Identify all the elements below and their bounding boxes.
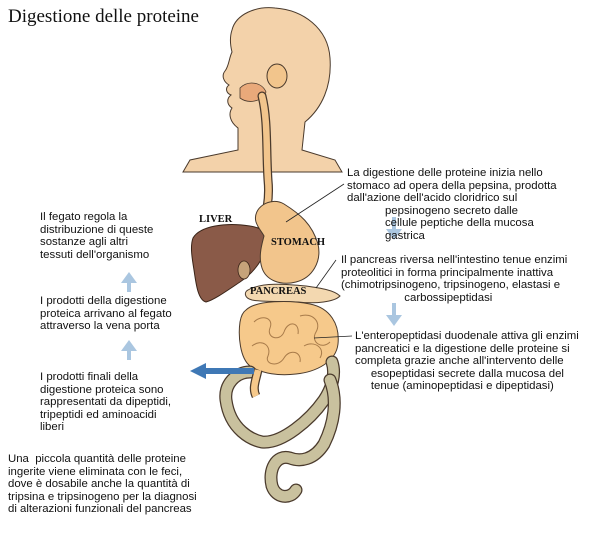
flow-arrows: [121, 217, 402, 379]
text-enteropeptidase: L'enteropeptidasi duodenale attiva gli e…: [355, 330, 579, 393]
small-intestine: [238, 301, 339, 376]
text-liver-distribution: Il fegato regola la distribuzione di que…: [40, 211, 154, 261]
pancreas: [244, 283, 341, 304]
arrow-left: [190, 363, 254, 379]
arrow-down-1: [386, 217, 402, 240]
pancreas-label: PANCREAS: [250, 286, 307, 297]
arrow-down-2: [386, 303, 402, 326]
text-stomach-digestion: La digestione delle proteine inizia nell…: [347, 167, 557, 242]
text-feces-elimination: Una piccola quantità delle proteine inge…: [8, 453, 197, 516]
liver: [190, 224, 268, 303]
liver-label: LIVER: [199, 214, 233, 225]
stomach-label: STOMACH: [271, 237, 326, 248]
text-pancreas-enzymes: Il pancreas riversa nell'intestino tenue…: [341, 254, 568, 304]
gallbladder: [237, 260, 251, 280]
page-title: Digestione delle proteine: [8, 6, 199, 27]
text-portal-vein: I prodotti della digestione proteica arr…: [40, 295, 172, 333]
leader-lines: [285, 183, 353, 339]
stomach: [254, 200, 320, 284]
intestine-coils: [251, 314, 331, 365]
text-end-products: I prodotti finali della digestione prote…: [40, 371, 172, 434]
arrow-up-2: [121, 340, 137, 360]
ear: [266, 63, 288, 89]
arrow-up-1: [121, 272, 137, 292]
